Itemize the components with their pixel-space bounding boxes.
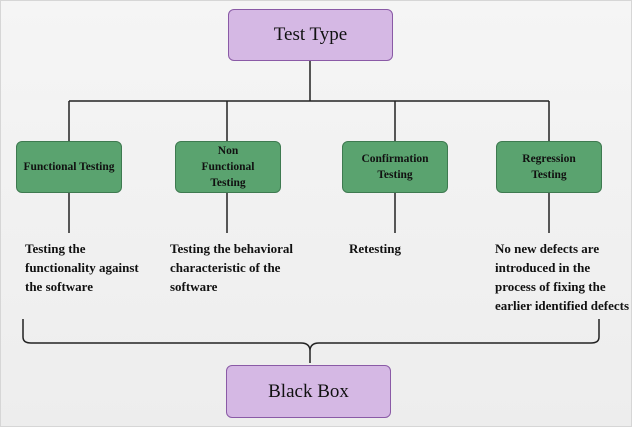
bottom-node-black-box: Black Box [226,365,391,418]
category-node-functional: Functional Testing [16,141,122,193]
category-label: Confirmation Testing [361,153,429,181]
grouping-brace [22,319,600,363]
root-node-label: Test Type [273,24,348,45]
description-functional: Testing the functionality against the so… [25,241,139,294]
description-confirmation: Retesting [349,241,401,256]
description-nonfunctional: Testing the behavioral characteristic of… [170,241,294,294]
root-node-test-type: Test Type [228,9,393,61]
description-regression: No new defects are introduced in the pro… [495,241,630,313]
category-node-confirmation: Confirmation Testing [342,141,448,193]
category-node-nonfunctional: Non Functional Testing [175,141,281,193]
category-node-regression: Regression Testing [496,141,602,193]
category-label: Non Functional Testing [201,145,255,189]
category-label: Functional Testing [23,161,115,173]
category-label: Regression Testing [522,153,576,181]
bottom-node-label: Black Box [268,380,349,402]
